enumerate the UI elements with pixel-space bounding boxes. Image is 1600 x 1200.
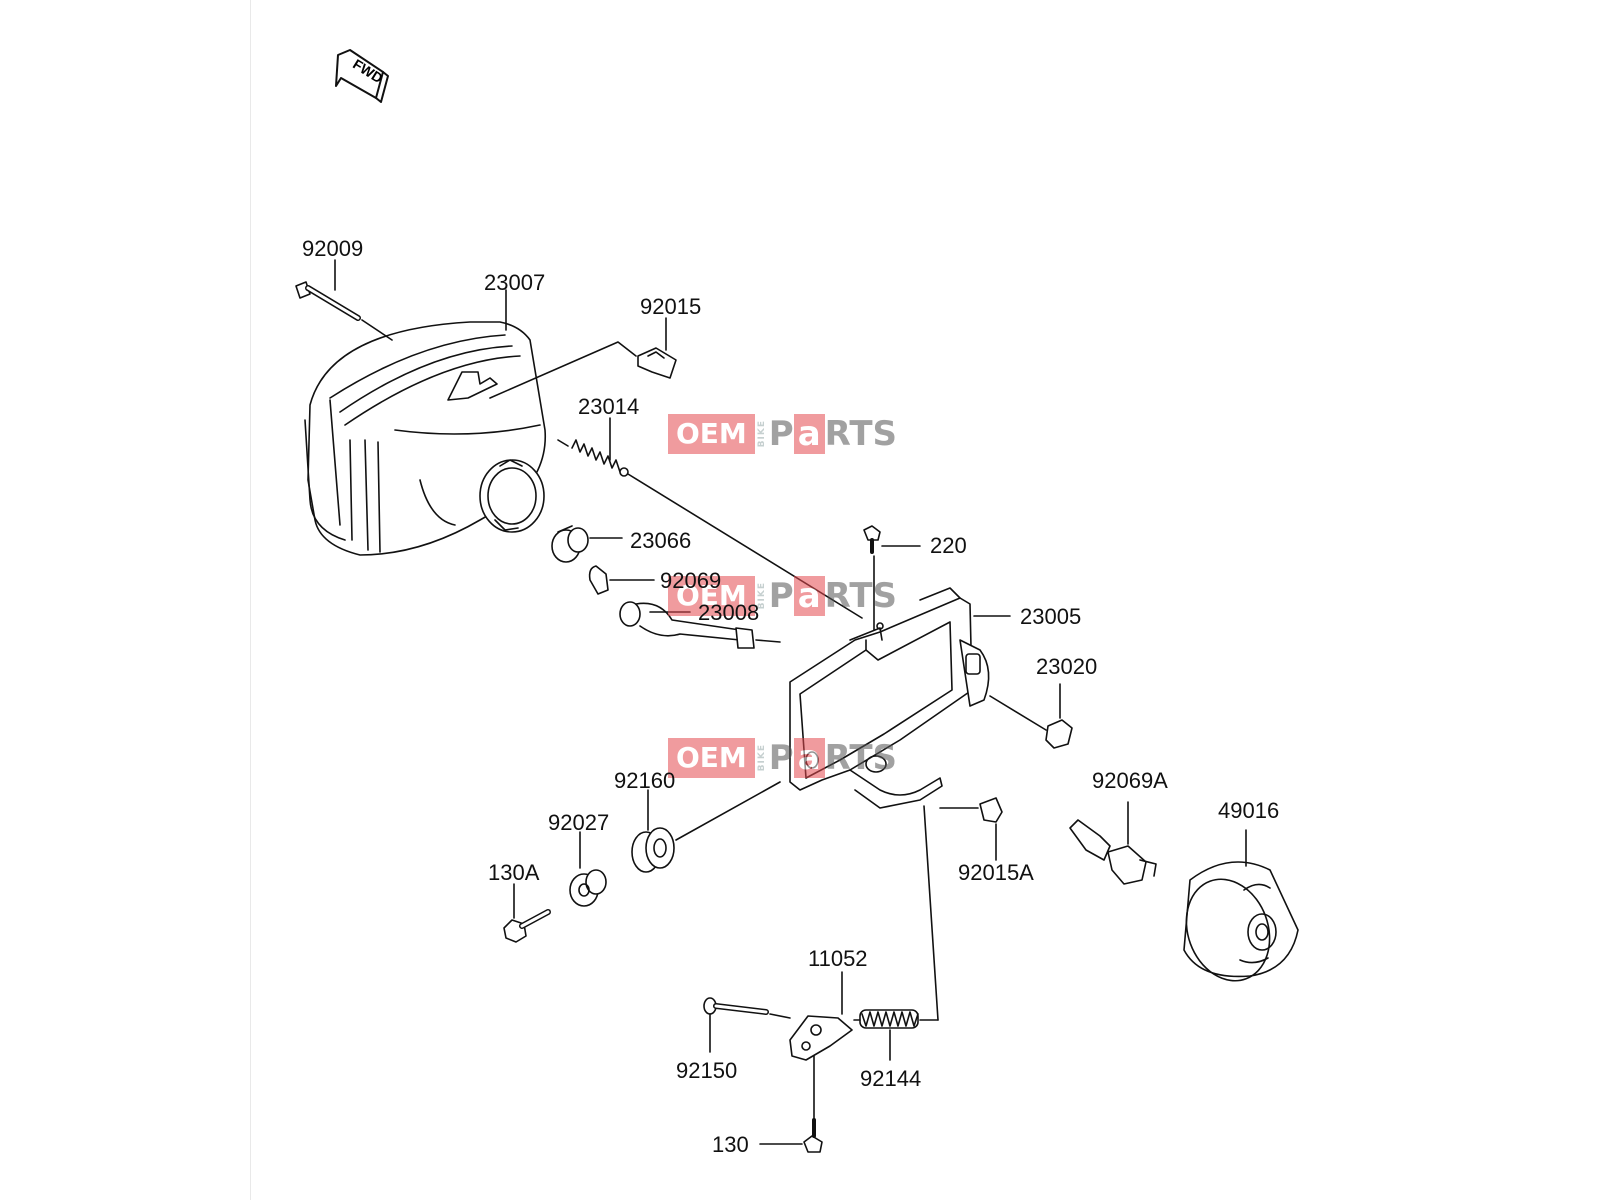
spring-23014 <box>571 439 629 477</box>
collar-92027 <box>569 869 607 907</box>
spring-92144 <box>859 1009 919 1029</box>
part-label-92069[interactable]: 92069 <box>660 568 722 593</box>
adjuster-plate-11052 <box>789 1015 853 1061</box>
clip-92015 <box>637 347 677 379</box>
bolt-130 <box>803 1118 823 1153</box>
part-label-92015[interactable]: 92015 <box>640 294 702 319</box>
part-label-23066[interactable]: 23066 <box>630 528 692 553</box>
grommet-92160 <box>631 827 675 873</box>
clip-92015A <box>979 797 1003 823</box>
part-label-23020[interactable]: 23020 <box>1036 654 1098 679</box>
part-label-92144[interactable]: 92144 <box>860 1066 922 1091</box>
part-label-92150[interactable]: 92150 <box>676 1058 738 1083</box>
part-label-23005[interactable]: 23005 <box>1020 604 1082 629</box>
part-label-92027[interactable]: 92027 <box>548 810 610 835</box>
socket-23008 <box>619 601 755 649</box>
part-label-220[interactable]: 220 <box>930 533 967 558</box>
part-label-23007[interactable]: 23007 <box>484 270 546 295</box>
screw-220 <box>863 525 881 554</box>
part-label-23014[interactable]: 23014 <box>578 394 640 419</box>
part-label-92160[interactable]: 92160 <box>614 768 676 793</box>
bolt-130A <box>503 909 551 943</box>
nut-23020 <box>1045 719 1073 749</box>
grommet-23066 <box>551 525 589 563</box>
part-label-49016[interactable]: 49016 <box>1218 798 1280 823</box>
part-label-130A[interactable]: 130A <box>488 860 540 885</box>
part-label-92009[interactable]: 92009 <box>302 236 364 261</box>
part-label-92069A[interactable]: 92069A <box>1092 768 1168 793</box>
headlight-housing <box>304 321 547 556</box>
rubber-cap-49016 <box>1183 861 1299 982</box>
mounting-bracket-23005 <box>789 587 990 809</box>
bulb-92069 <box>588 565 609 595</box>
part-label-92015A[interactable]: 92015A <box>958 860 1034 885</box>
fwd-arrow-icon <box>335 49 389 103</box>
part-label-11052[interactable]: 11052 <box>808 946 868 971</box>
bolt-92009 <box>295 281 393 341</box>
bulb-92069A <box>1069 819 1157 885</box>
part-label-130[interactable]: 130 <box>712 1132 749 1157</box>
part-label-23008[interactable]: 23008 <box>698 600 760 625</box>
screw-92150 <box>703 997 791 1019</box>
